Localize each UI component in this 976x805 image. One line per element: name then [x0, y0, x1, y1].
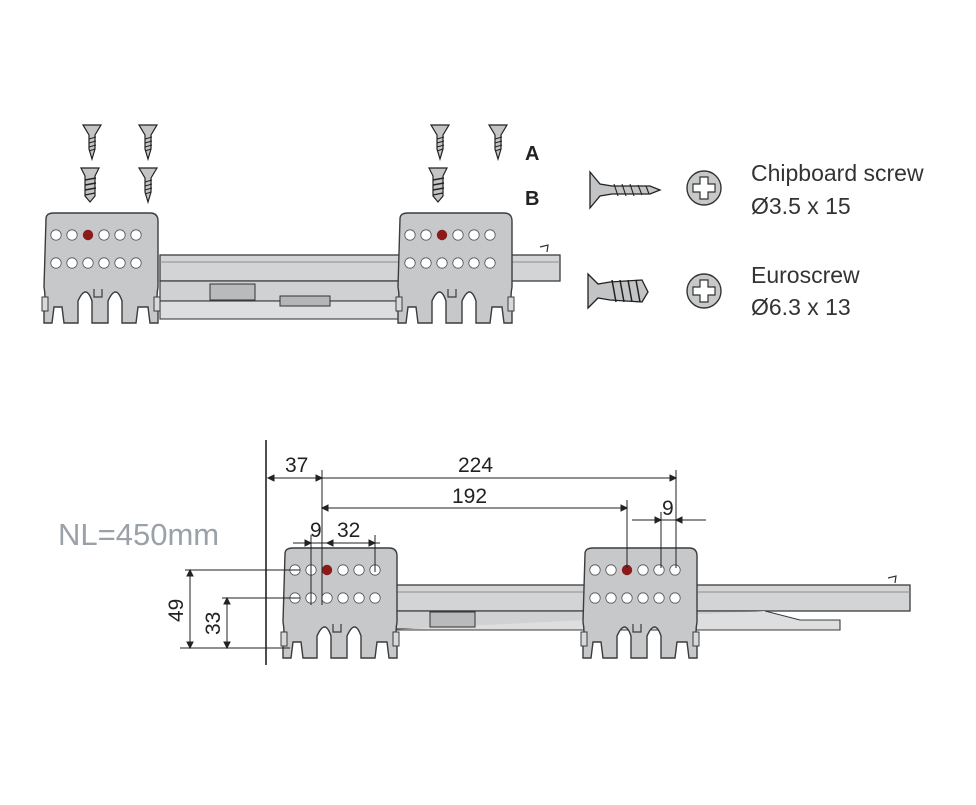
- euroscrew-size: Ø6.3 x 13: [751, 294, 851, 320]
- dim-9-left: 9: [310, 519, 322, 542]
- label-a: A: [525, 143, 539, 165]
- bracket-left: [280, 547, 400, 659]
- dim-32: 32: [337, 519, 360, 542]
- dim-192: 192: [452, 485, 487, 508]
- euroscrew-name: Euroscrew: [751, 262, 860, 288]
- chipboard-screw-icon: [589, 170, 662, 210]
- dimension-lines: [180, 470, 706, 650]
- screw-legend: Chipboard screw Ø3.5 x 15 Euroscrew Ø6.3…: [587, 160, 924, 320]
- dim-33: 33: [202, 612, 225, 635]
- top-slide-assembly: A B: [41, 124, 561, 324]
- dim-9-right: 9: [662, 497, 674, 520]
- bracket-left: [41, 212, 161, 324]
- dimensioned-assembly: 37 224 192 9 9 32 49 33 NL=450mm: [58, 440, 911, 665]
- chipboard-screw-name: Chipboard screw: [751, 160, 924, 186]
- label-b: B: [525, 188, 539, 210]
- chipboard-screw-head-icon: [686, 170, 722, 206]
- nominal-length-label: NL=450mm: [58, 517, 219, 552]
- dim-224: 224: [458, 454, 493, 477]
- euroscrew-head-icon: [686, 273, 722, 309]
- chipboard-screw-size: Ø3.5 x 15: [751, 193, 851, 219]
- bracket-right: [580, 547, 700, 659]
- dim-37: 37: [285, 454, 308, 477]
- dim-49: 49: [165, 599, 188, 622]
- screw-icon: [80, 124, 508, 203]
- bracket-right: [395, 212, 515, 324]
- euroscrew-icon: [587, 272, 649, 310]
